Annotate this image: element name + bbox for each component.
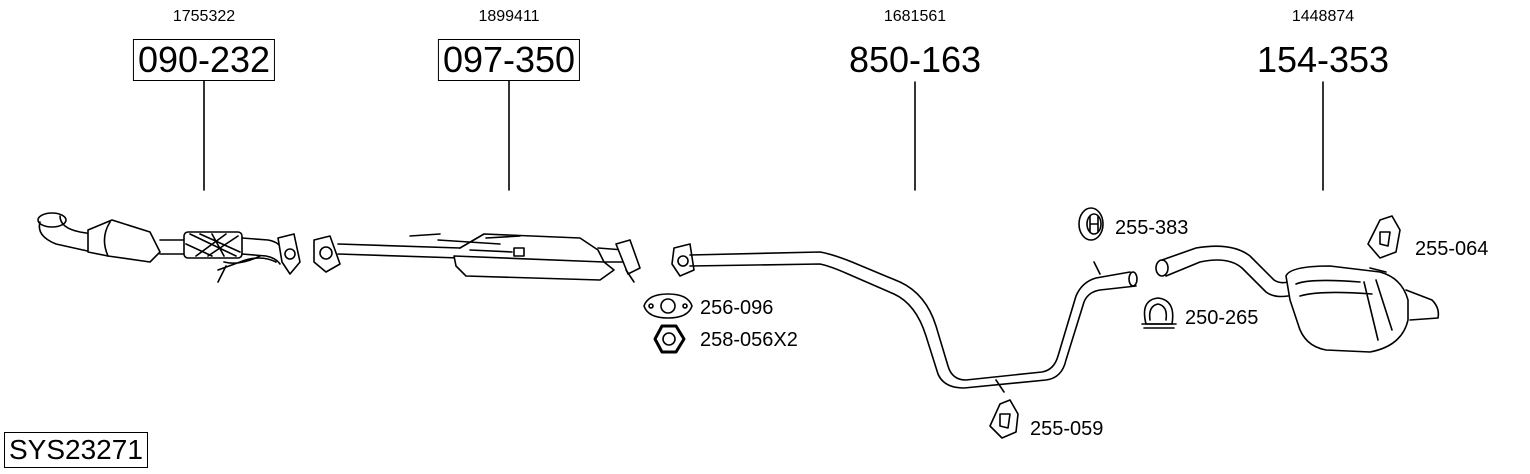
oe-number-4: 1448874 bbox=[1291, 8, 1355, 25]
front-silencer-icon[interactable] bbox=[313, 233, 641, 283]
accessory-label-250-265[interactable]: 250-265 bbox=[1185, 307, 1259, 329]
catalytic-converter-icon[interactable] bbox=[37, 212, 301, 283]
accessory-label-255-059[interactable]: 255-059 bbox=[1030, 418, 1104, 440]
part-number-rear-silencer[interactable]: 154-353 bbox=[1256, 39, 1390, 80]
part-number-catalytic-converter[interactable]: 090-232 bbox=[132, 39, 276, 81]
oe-number-1: 1755322 bbox=[172, 8, 236, 25]
pipe-clamp-icon[interactable] bbox=[1141, 297, 1177, 329]
system-code: SYS23271 bbox=[4, 432, 148, 468]
rear-silencer-icon[interactable] bbox=[1155, 245, 1440, 353]
flange-gasket-icon[interactable] bbox=[643, 293, 693, 319]
hex-nut-icon[interactable] bbox=[653, 324, 686, 354]
middle-pipe-icon[interactable] bbox=[671, 243, 1138, 393]
rubber-mount-icon-2[interactable] bbox=[989, 399, 1019, 439]
accessory-label-255-064[interactable]: 255-064 bbox=[1415, 238, 1489, 260]
rubber-mount-icon[interactable] bbox=[1367, 215, 1401, 259]
accessory-label-258-056x2[interactable]: 258-056X2 bbox=[700, 329, 798, 351]
accessory-label-255-383[interactable]: 255-383 bbox=[1115, 217, 1189, 239]
oe-number-2: 1899411 bbox=[478, 8, 540, 25]
part-number-front-silencer[interactable]: 097-350 bbox=[437, 39, 581, 81]
rubber-hanger-icon[interactable] bbox=[1078, 207, 1104, 241]
leader-lines bbox=[203, 80, 1324, 191]
oe-number-3: 1681561 bbox=[883, 8, 947, 25]
part-number-middle-pipe[interactable]: 850-163 bbox=[848, 39, 982, 80]
accessory-label-256-096[interactable]: 256-096 bbox=[700, 297, 774, 319]
